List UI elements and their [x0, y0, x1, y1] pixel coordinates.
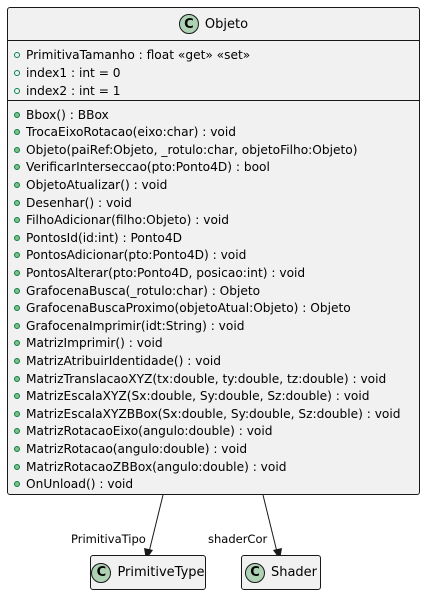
method-text: MatrizRotacaoZBBox(angulo:double) : void	[26, 459, 287, 474]
public-method-icon	[14, 252, 20, 259]
public-method-icon	[14, 322, 20, 329]
method-text: MatrizRotacaoEixo(angulo:double) : void	[26, 424, 273, 439]
class-primitive-type: C PrimitiveType	[90, 555, 206, 590]
public-method-icon	[14, 393, 20, 400]
method-text: GrafocenaBuscaProximo(objetoAtual:Objeto…	[26, 301, 351, 316]
public-method-icon	[14, 375, 20, 382]
method-text: FilhoAdicionar(filho:Objeto) : void	[26, 213, 230, 228]
class-icon: C	[91, 562, 112, 583]
class-method: FilhoAdicionar(filho:Objeto) : void	[14, 212, 229, 229]
class-method: MatrizEscalaXYZ(Sx:double, Sy:double, Sz…	[14, 388, 370, 405]
class-header: C Objeto	[8, 8, 419, 40]
class-method: ObjetoAtualizar() : void	[14, 176, 167, 193]
edge-shader	[262, 494, 278, 553]
class-method: MatrizAtribuirIdentidade() : void	[14, 352, 221, 369]
public-method-icon	[14, 287, 20, 294]
public-method-icon	[14, 164, 20, 171]
class-icon: C	[244, 562, 265, 583]
public-method-icon	[14, 199, 20, 206]
method-text: MatrizTranslacaoXYZ(tx:double, ty:double…	[26, 371, 387, 386]
class-icon: C	[178, 14, 199, 34]
class-name: PrimitiveType	[117, 565, 205, 580]
method-text: OnUnload() : void	[26, 477, 134, 492]
public-visibility-icon	[14, 87, 20, 94]
method-text: MatrizAtribuirIdentidade() : void	[26, 353, 222, 368]
public-method-icon	[14, 111, 20, 118]
class-method: GrafocenaImprimir(idt:String) : void	[14, 317, 244, 334]
class-method: PontosAlterar(pto:Ponto4D, posicao:int) …	[14, 264, 305, 281]
public-method-icon	[14, 305, 20, 312]
method-text: MatrizEscalaXYZ(Sx:double, Sy:double, Sz…	[26, 389, 370, 404]
class-method: MatrizTranslacaoXYZ(tx:double, ty:double…	[14, 370, 386, 387]
public-method-icon	[14, 269, 20, 276]
edge-primitive-type	[148, 494, 164, 553]
method-text: PontosId(id:int) : Ponto4D	[26, 230, 182, 245]
public-visibility-icon	[14, 51, 20, 58]
method-text: GrafocenaImprimir(idt:String) : void	[26, 318, 245, 333]
edge-label-shader-cor: shaderCor	[208, 532, 268, 546]
class-method: MatrizEscalaXYZBBox(Sx:double, Sy:double…	[14, 405, 401, 422]
public-method-icon	[14, 428, 20, 435]
class-field: PrimitivaTamanho : float «get» «set»	[14, 46, 250, 63]
class-objeto: C Objeto PrimitivaTamanho : float «get» …	[7, 7, 420, 495]
class-method: MatrizRotacao(angulo:double) : void	[14, 440, 247, 457]
field-text: index2 : int = 1	[26, 83, 121, 98]
class-method: Bbox() : BBox	[14, 106, 109, 123]
class-method: TrocaEixoRotacao(eixo:char) : void	[14, 124, 236, 141]
fields-separator	[8, 100, 419, 101]
class-name: Shader	[270, 565, 318, 580]
public-method-icon	[14, 234, 20, 241]
method-text: VerificarInterseccao(pto:Ponto4D) : bool	[26, 160, 270, 175]
method-text: Desenhar() : void	[26, 195, 132, 210]
public-method-icon	[14, 146, 20, 153]
method-text: PontosAlterar(pto:Ponto4D, posicao:int) …	[26, 265, 306, 280]
class-method: PontosAdicionar(pto:Ponto4D) : void	[14, 247, 246, 264]
public-method-icon	[14, 445, 20, 452]
public-method-icon	[14, 357, 20, 364]
header-separator	[8, 40, 419, 41]
public-method-icon	[14, 217, 20, 224]
method-text: TrocaEixoRotacao(eixo:char) : void	[26, 125, 236, 140]
class-method: MatrizRotacaoZBBox(angulo:double) : void	[14, 458, 286, 475]
method-text: Objeto(paiRef:Objeto, _rotulo:char, obje…	[26, 142, 358, 157]
method-text: Bbox() : BBox	[26, 107, 109, 122]
class-method: Objeto(paiRef:Objeto, _rotulo:char, obje…	[14, 141, 357, 158]
public-method-icon	[14, 181, 20, 188]
method-text: MatrizImprimir() : void	[26, 336, 163, 351]
class-field: index2 : int = 1	[14, 82, 121, 99]
class-method: Desenhar() : void	[14, 194, 132, 211]
class-method: MatrizImprimir() : void	[14, 335, 163, 352]
method-text: MatrizRotacao(angulo:double) : void	[26, 441, 248, 456]
method-text: MatrizEscalaXYZBBox(Sx:double, Sy:double…	[26, 406, 401, 421]
edge-label-primitiva-tipo: PrimitivaTipo	[71, 532, 146, 546]
class-field: index1 : int = 0	[14, 64, 121, 81]
class-method: PontosId(id:int) : Ponto4D	[14, 229, 182, 246]
public-method-icon	[14, 463, 20, 470]
method-text: GrafocenaBusca(_rotulo:char) : Objeto	[26, 283, 261, 298]
field-text: PrimitivaTamanho : float «get» «set»	[26, 47, 251, 62]
class-method: GrafocenaBusca(_rotulo:char) : Objeto	[14, 282, 260, 299]
field-text: index1 : int = 0	[26, 65, 121, 80]
method-text: ObjetoAtualizar() : void	[26, 177, 168, 192]
public-method-icon	[14, 340, 20, 347]
class-method: VerificarInterseccao(pto:Ponto4D) : bool	[14, 159, 270, 176]
public-method-icon	[14, 129, 20, 136]
public-visibility-icon	[14, 69, 20, 76]
class-method: OnUnload() : void	[14, 476, 133, 493]
public-method-icon	[14, 481, 20, 488]
class-name: Objeto	[204, 16, 249, 32]
method-text: PontosAdicionar(pto:Ponto4D) : void	[26, 248, 247, 263]
class-method: GrafocenaBuscaProximo(objetoAtual:Objeto…	[14, 300, 351, 317]
class-method: MatrizRotacaoEixo(angulo:double) : void	[14, 423, 272, 440]
class-shader: C Shader	[241, 555, 321, 590]
public-method-icon	[14, 410, 20, 417]
